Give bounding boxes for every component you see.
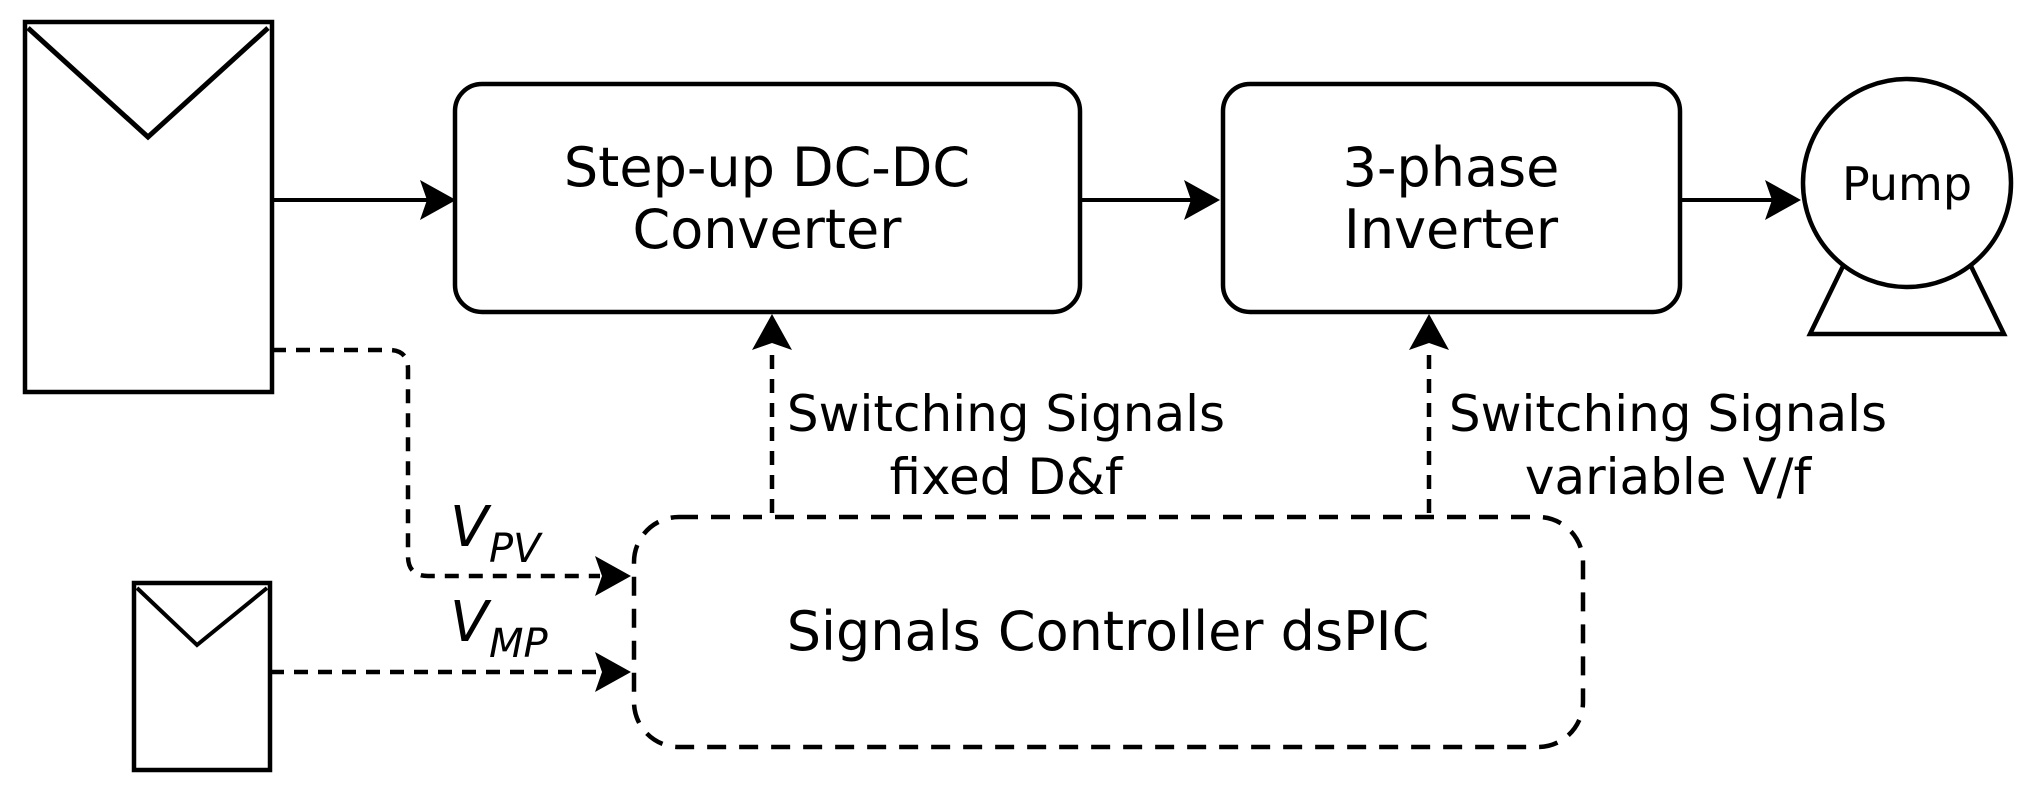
- inverter-gating-line2: variable V/f: [1525, 448, 1813, 506]
- converter-label-line2: Converter: [633, 198, 903, 261]
- converter-gating-line2: fixed D&f: [889, 448, 1123, 506]
- arrowhead-icon: [595, 556, 631, 596]
- signal-arrow-controller-to-inverter: [1409, 314, 1449, 513]
- arrowhead-icon: [595, 652, 631, 692]
- power-arrow-converter-to-inverter: [1080, 180, 1220, 220]
- arrowhead-icon: [1184, 180, 1220, 220]
- pv-module-vee: [135, 586, 269, 648]
- inverter-label-line2: Inverter: [1344, 198, 1559, 261]
- arrowhead-icon: [420, 180, 456, 220]
- converter-box: [452, 81, 1083, 315]
- inverter-block: 3-phase Inverter: [1220, 81, 1683, 315]
- arrowhead-icon: [752, 314, 792, 350]
- pump-label: Pump: [1842, 157, 1972, 211]
- inverter-gating-label: Switching Signals variable V/f: [1449, 385, 1887, 506]
- vmp-symbol: V: [450, 590, 492, 655]
- pv-array-body: [22, 19, 275, 395]
- inverter-label-line1: 3-phase: [1343, 136, 1560, 199]
- pump-icon: Pump: [1800, 76, 2014, 337]
- vpv-symbol: V: [450, 495, 492, 560]
- converter-block: Step-up DC-DC Converter: [452, 81, 1083, 315]
- arrowhead-icon: [1765, 180, 1801, 220]
- inverter-gating-line1: Switching Signals: [1449, 385, 1887, 443]
- power-arrow-pv-to-converter: [272, 180, 456, 220]
- converter-label-line1: Step-up DC-DC: [564, 136, 970, 199]
- pv-array-icon: [22, 19, 275, 395]
- sense-line-vmp: V MP: [270, 590, 631, 692]
- sense-line-vpv: V PV: [272, 347, 631, 596]
- signal-wire: [272, 347, 600, 579]
- inverter-box: [1220, 81, 1683, 315]
- signal-arrow-controller-to-converter: [752, 314, 792, 513]
- pv-module-body: [131, 580, 273, 773]
- pv-array-vee: [26, 26, 270, 141]
- arrowhead-icon: [1409, 314, 1449, 350]
- converter-gating-line1: Switching Signals: [787, 385, 1225, 443]
- vpv-subscript: PV: [489, 526, 543, 572]
- converter-gating-label: Switching Signals fixed D&f: [787, 385, 1225, 506]
- pv-module-icon: [131, 580, 273, 773]
- power-arrow-inverter-to-pump: [1680, 180, 1801, 220]
- pump-housing: [1800, 76, 2014, 290]
- vmp-subscript: MP: [489, 621, 549, 667]
- controller-block: Signals Controller dsPIC: [631, 514, 1586, 750]
- controller-label: Signals Controller dsPIC: [787, 600, 1430, 663]
- controller-box: [631, 514, 1586, 750]
